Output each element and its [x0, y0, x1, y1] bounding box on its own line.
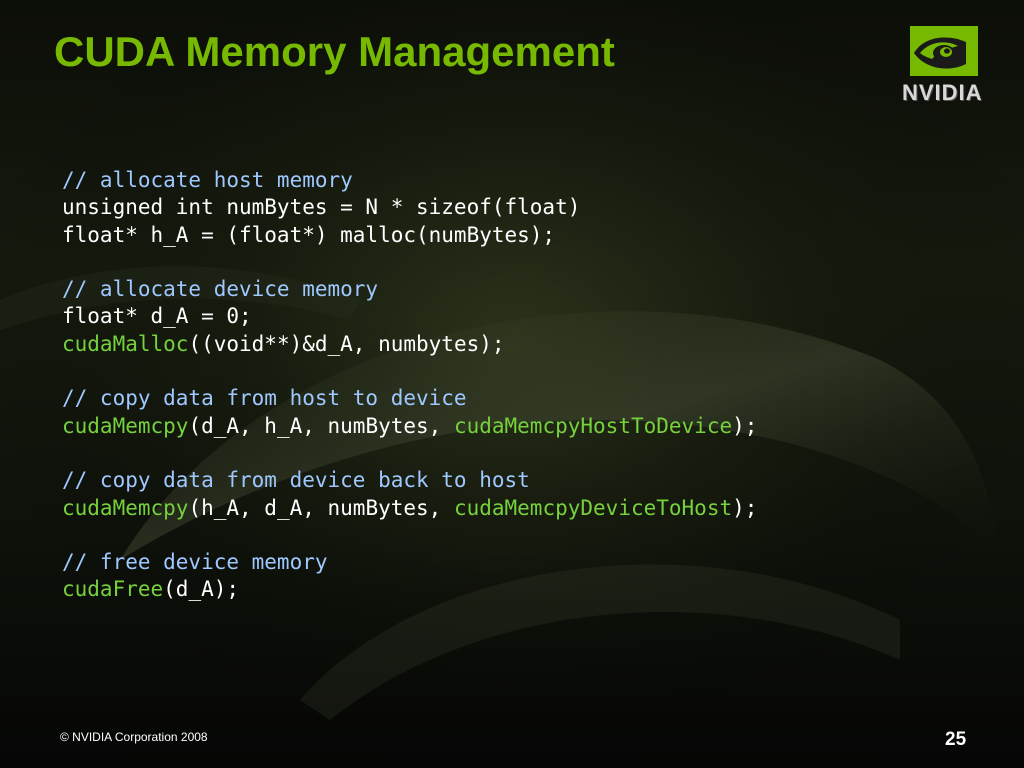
- code-line: cudaMalloc((void**)&d_A, numbytes);: [62, 331, 757, 358]
- code-blank-line: [62, 522, 757, 549]
- code-line: // copy data from device back to host: [62, 467, 757, 494]
- code-token-api: cudaFree: [62, 577, 164, 602]
- code-line: // allocate device memory: [62, 276, 757, 303]
- code-token-comment: // free device memory: [62, 550, 328, 575]
- nvidia-logo: NVIDIA: [898, 26, 1008, 108]
- code-token-api: cudaMemcpy: [62, 413, 189, 438]
- code-token-api: cudaMemcpyDeviceToHost: [453, 495, 733, 520]
- code-token-text: (d_A, h_A, numBytes,: [188, 413, 454, 438]
- code-token-text: (d_A);: [163, 577, 240, 602]
- slide-title: CUDA Memory Management: [54, 28, 615, 75]
- code-line: // free device memory: [62, 549, 757, 576]
- nvidia-logo-text: NVIDIA: [902, 80, 983, 105]
- code-line: cudaMemcpy(h_A, d_A, numBytes, cudaMemcp…: [62, 495, 757, 522]
- code-blank-line: [62, 249, 757, 276]
- code-token-text: float* d_A = 0;: [62, 304, 252, 329]
- code-token-comment: // copy data from host to device: [62, 386, 467, 411]
- nvidia-eye-icon: [910, 26, 978, 76]
- code-token-text: );: [732, 413, 758, 438]
- code-token-comment: // allocate device memory: [62, 277, 379, 302]
- code-line: unsigned int numBytes = N * sizeof(float…: [62, 194, 757, 221]
- code-line: float* d_A = 0;: [62, 303, 757, 330]
- code-line: cudaMemcpy(d_A, h_A, numBytes, cudaMemcp…: [62, 413, 757, 440]
- code-line: // copy data from host to device: [62, 385, 757, 412]
- code-blank-line: [62, 440, 757, 467]
- code-token-text: );: [732, 495, 758, 520]
- code-line: float* h_A = (float*) malloc(numBytes);: [62, 222, 757, 249]
- copyright-footer: © NVIDIA Corporation 2008: [60, 730, 208, 744]
- code-block: // allocate host memory unsigned int numB…: [62, 167, 757, 604]
- code-blank-line: [62, 358, 757, 385]
- code-token-comment: // copy data from device back to host: [62, 468, 530, 493]
- page-number: 25: [945, 729, 967, 750]
- code-line: cudaFree(d_A);: [62, 576, 757, 603]
- code-token-comment: // allocate host memory: [62, 168, 353, 192]
- code-token-api: cudaMemcpyHostToDevice: [453, 413, 733, 438]
- code-line: // allocate host memory: [62, 167, 757, 194]
- code-token-api: cudaMalloc: [62, 331, 189, 356]
- code-token-api: cudaMemcpy: [62, 495, 189, 520]
- code-token-text: ((void**)&d_A, numbytes);: [188, 331, 505, 356]
- code-token-text: unsigned int numBytes = N * sizeof(float…: [62, 195, 581, 220]
- code-token-text: float* h_A = (float*) malloc(numBytes);: [62, 222, 556, 247]
- code-token-text: (h_A, d_A, numBytes,: [188, 495, 454, 520]
